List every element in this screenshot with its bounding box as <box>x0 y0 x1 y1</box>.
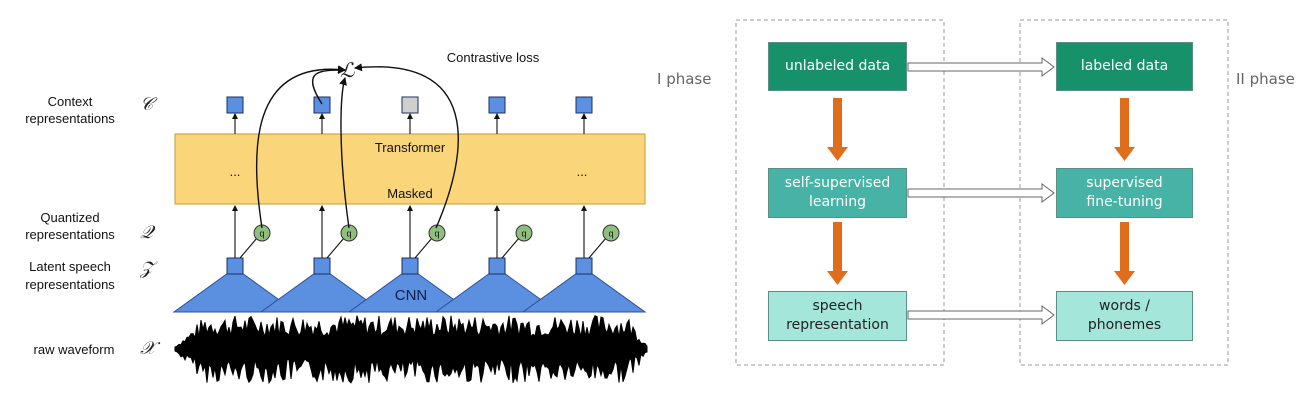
quantizer-label: q <box>521 229 526 239</box>
cnn-triangle <box>347 267 473 313</box>
quantizer-node <box>515 224 533 242</box>
cnn-triangle <box>259 267 385 313</box>
hollow-arrow <box>907 57 1055 77</box>
quantizer-link <box>588 237 607 259</box>
masked-context-node <box>401 96 419 114</box>
quantizer-label: q <box>346 229 351 239</box>
phase1-label: I phase <box>657 70 712 88</box>
loss-arrow-1 <box>255 65 346 229</box>
quantizer-label: q <box>259 229 264 239</box>
context-node <box>226 96 244 114</box>
cnn-triangle <box>521 267 647 313</box>
context-symbol: 𝒞 <box>140 94 154 115</box>
transformer-ellipsis-left: ... <box>229 164 241 179</box>
quantizer-link <box>501 237 520 259</box>
latent-node <box>226 257 244 275</box>
orange-arrow <box>1114 222 1135 285</box>
cnn-triangle <box>434 267 560 313</box>
loss-symbol: ℒ <box>340 58 355 82</box>
words-phonemes-box: words / phonemes <box>1056 291 1193 341</box>
context-node <box>575 96 593 114</box>
contrastive-loss-title: Contrastive loss <box>446 50 540 65</box>
context-node <box>313 96 331 114</box>
supervised-fine-tuning-label: supervised fine-tuning <box>1086 174 1162 212</box>
orange-arrows <box>827 98 1135 285</box>
cnn-label: CNN <box>394 287 428 304</box>
training-phases-diagram <box>735 19 1229 366</box>
latent-node <box>401 257 419 275</box>
quantizer-link <box>239 237 258 259</box>
hollow-arrow <box>907 305 1055 325</box>
quantized-label-line2: representations <box>25 227 115 242</box>
context-label-line1: Context <box>47 94 93 109</box>
cnn-triangle <box>172 267 298 313</box>
latent-label-line2: representations <box>25 277 115 292</box>
transformer-label: Transformer <box>374 140 446 155</box>
words-line1: words / <box>1099 298 1150 314</box>
words-line2: phonemes <box>1087 317 1162 333</box>
phase2-label: II phase <box>1236 70 1295 88</box>
quantizer-link <box>326 237 345 259</box>
labeled-data-box: labeled data <box>1056 42 1193 91</box>
quantizer-label: q <box>434 229 439 239</box>
context-node <box>488 96 506 114</box>
horizontal-arrows <box>907 57 1055 325</box>
raw-label: raw waveform <box>33 342 115 357</box>
latent-node <box>313 257 331 275</box>
context-label-line2: representations <box>25 111 115 126</box>
loss-arrow-3 <box>354 63 459 229</box>
transformer-block <box>174 133 646 205</box>
quantized-symbol: 𝒬 <box>140 222 153 243</box>
latent-label-line1: Latent speech <box>29 259 111 274</box>
latent-symbol: 𝒵 <box>140 258 154 279</box>
cnn-encoder <box>172 267 647 313</box>
supervised-line2: fine-tuning <box>1086 194 1163 210</box>
self-supervised-box: self-supervised learning <box>768 168 907 218</box>
quantizer-label: q <box>608 229 613 239</box>
speech-representation-label: speech representation <box>786 297 889 335</box>
hollow-arrow <box>907 183 1055 203</box>
quantizer-node <box>602 224 620 242</box>
unlabeled-data-box: unlabeled data <box>768 42 907 91</box>
supervised-line1: supervised <box>1086 175 1163 191</box>
quantized-label-line1: Quantized <box>40 210 100 225</box>
raw-symbol: 𝒳 <box>140 338 156 359</box>
orange-arrow <box>1114 98 1135 161</box>
orange-arrow <box>827 98 848 161</box>
latent-node <box>575 257 593 275</box>
speech-rep-line2: representation <box>786 317 889 333</box>
transformer-ellipsis-right: ... <box>576 164 588 179</box>
masked-label: Masked <box>387 186 433 201</box>
labeled-data-label: labeled data <box>1080 58 1169 74</box>
quantizer-link <box>414 237 433 259</box>
self-supervised-label: self-supervised learning <box>785 174 890 212</box>
words-phonemes-label: words / phonemes <box>1088 297 1161 335</box>
speech-representation-box: speech representation <box>768 291 907 341</box>
loss-arrow-4 <box>311 66 346 105</box>
orange-arrow <box>827 222 848 285</box>
self-supervised-line2: learning <box>808 194 867 210</box>
self-supervised-line1: self-supervised <box>784 175 891 191</box>
unlabeled-data-label: unlabeled data <box>784 58 891 74</box>
speech-rep-line1: speech <box>812 298 863 314</box>
raw-waveform <box>174 315 648 385</box>
latent-node <box>488 257 506 275</box>
supervised-fine-tuning-box: supervised fine-tuning <box>1056 168 1193 218</box>
loss-arrow-2 <box>339 77 350 229</box>
